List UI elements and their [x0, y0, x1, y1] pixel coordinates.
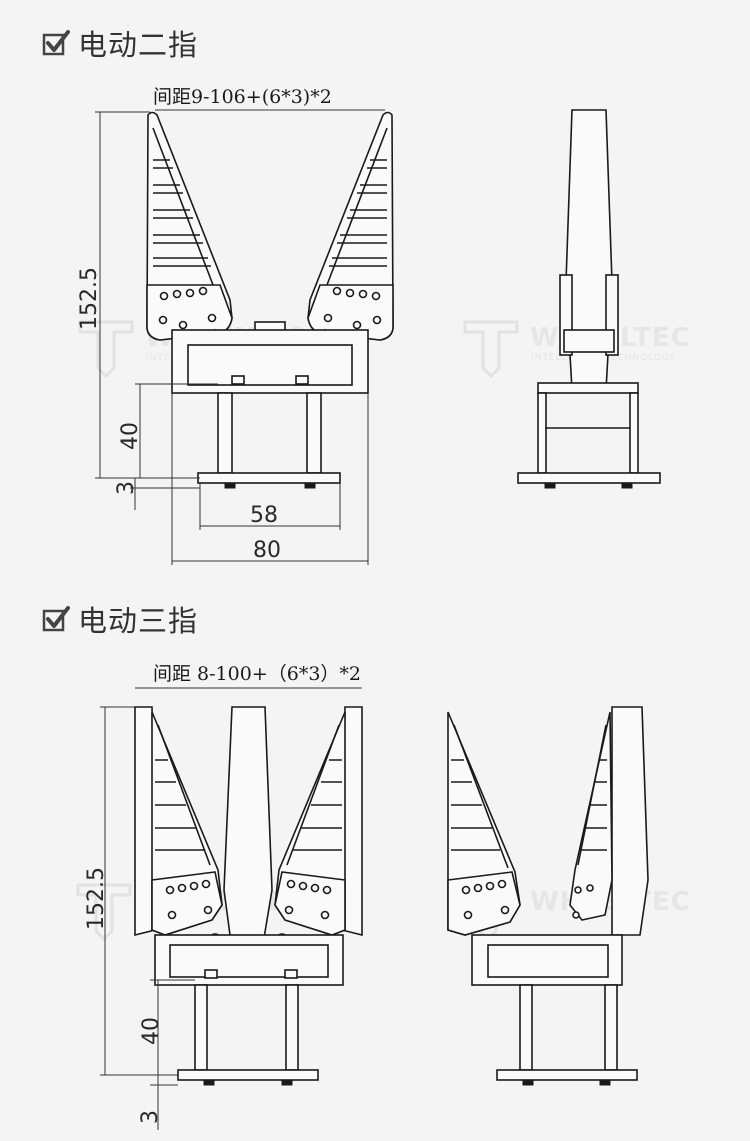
dim-base-width: 58: [250, 503, 278, 528]
dim-post: 40: [139, 1017, 164, 1045]
checkbox-check-icon: [42, 30, 70, 56]
dim-height: 152.5: [84, 867, 109, 930]
dim-frame-width: 80: [253, 538, 281, 563]
left-finger: [146, 111, 237, 362]
front-view: [134, 706, 363, 1086]
checkbox-check-icon: [42, 606, 70, 632]
section-title: 电动二指: [78, 28, 199, 62]
side-view: [447, 706, 649, 1086]
section-title: 电动三指: [78, 604, 199, 638]
dim-plate: 3: [114, 481, 139, 495]
right-finger: [303, 111, 394, 362]
right-finger: [274, 711, 346, 947]
front-view: [146, 111, 394, 489]
section-header-three-finger: 电动三指: [42, 598, 198, 640]
spacing-label: 间距9-106+(6*3)*2: [153, 86, 332, 108]
dim-plate: 3: [138, 1110, 163, 1124]
dimension-lines: 152.5 40 3: [84, 706, 195, 1130]
dimension-lines: 152.5 40 3 58 80: [77, 111, 369, 565]
side-view: [517, 109, 661, 489]
dim-post: 40: [118, 422, 143, 450]
dim-height: 152.5: [77, 267, 102, 330]
left-finger: [151, 711, 223, 947]
two-finger-gripper-drawing: WHEELTEC INTELLIGENT TECHNOLOGY WHEELTEC…: [77, 86, 690, 565]
three-finger-gripper-drawing: WHEELTEC WHEELTEC 间距 8-100+（6*3）*2: [76, 663, 690, 1130]
section-header-two-finger: 电动二指: [42, 22, 198, 64]
spacing-label: 间距 8-100+（6*3）*2: [153, 663, 361, 685]
